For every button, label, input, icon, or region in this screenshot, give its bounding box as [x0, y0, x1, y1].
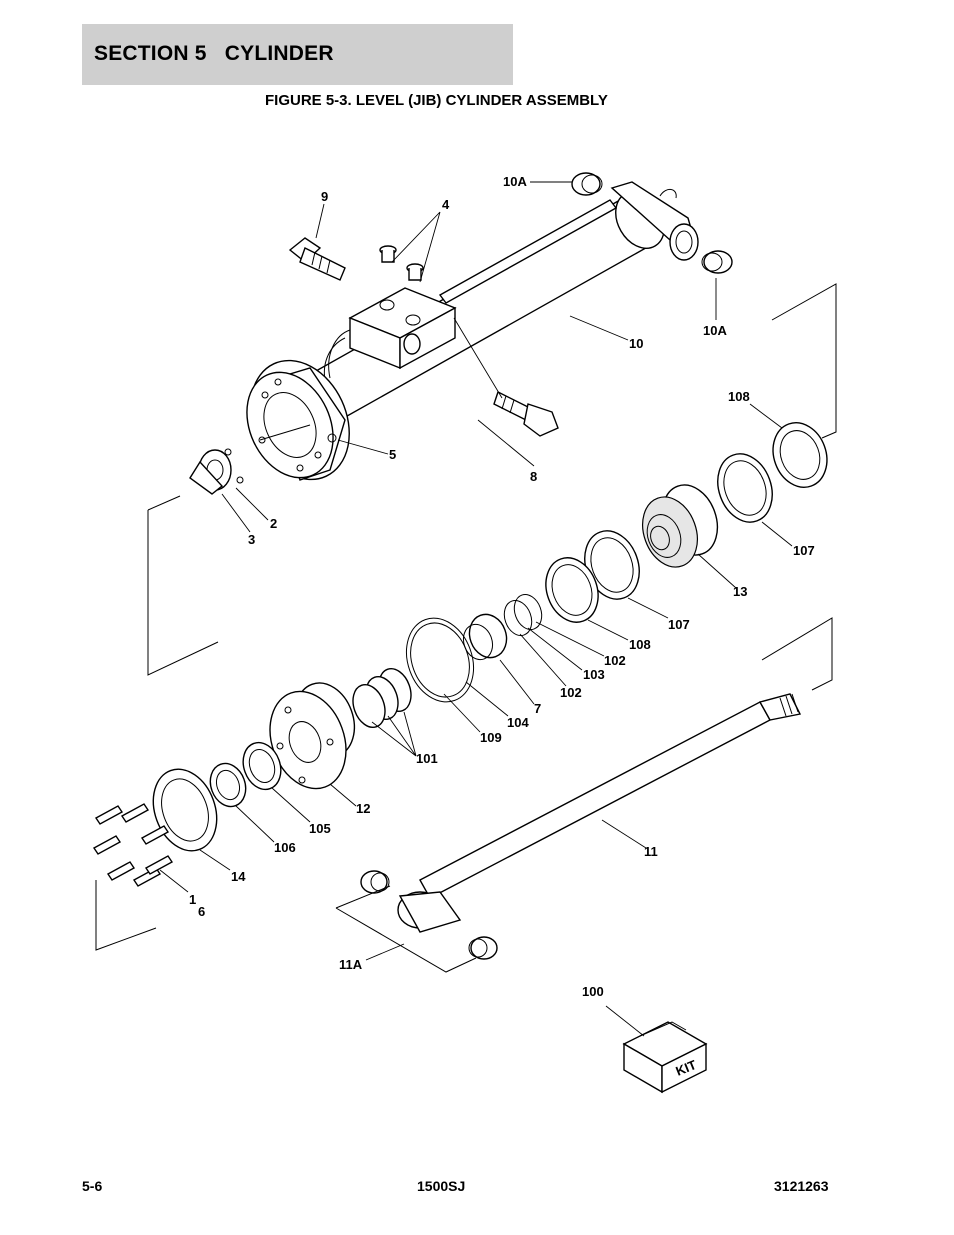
fitting-part-8 [493, 391, 559, 437]
callout-11: 11 [644, 844, 658, 859]
callout-6: 6 [198, 904, 205, 919]
callout-10: 10 [629, 336, 643, 351]
callout-1: 1 [189, 892, 196, 907]
callout-labels: 10A 9 4 10 10A 5 8 108 2 3 107 13 107 10… [189, 174, 815, 999]
figure-title: FIGURE 5-3. LEVEL (JIB) CYLINDER ASSEMBL… [265, 92, 608, 109]
leader-lines [159, 181, 793, 1037]
oring-part-104-109 [406, 617, 474, 703]
section-title: SECTION 5 CYLINDER [94, 42, 334, 65]
seal-parts-105-106 [209, 741, 282, 808]
retainer-part-14 [152, 768, 218, 852]
callout-108-top: 108 [728, 389, 750, 404]
piston-part-13 [642, 484, 719, 568]
callout-102-a: 102 [604, 653, 626, 668]
callout-101: 101 [416, 751, 438, 766]
callout-107-mid: 107 [668, 617, 690, 632]
bleeder-parts-2-3 [189, 448, 244, 495]
footer-model: 1500SJ [417, 1178, 466, 1194]
callout-4: 4 [442, 197, 450, 212]
footer-page-number: 5-6 [82, 1178, 103, 1194]
footer-doc-number: 3121263 [774, 1178, 829, 1194]
callout-107-right: 107 [793, 543, 815, 558]
callout-14: 14 [231, 869, 246, 884]
bushing-part-10A-right [701, 250, 733, 274]
ring-part-107-mid [584, 530, 640, 600]
callout-102-b: 102 [560, 685, 582, 700]
fitting-part-9 [288, 237, 346, 281]
callout-13: 13 [733, 584, 747, 599]
callout-11A: 11A [339, 957, 363, 972]
callout-7: 7 [534, 701, 541, 716]
head-part-12 [269, 682, 356, 790]
kit-box-label: KIT [674, 1057, 699, 1079]
callout-10A-right: 10A [703, 323, 727, 338]
callout-109: 109 [480, 730, 502, 745]
bushing-part-10A-top [571, 172, 603, 196]
callout-10A-top: 10A [503, 174, 527, 189]
packing-parts-101 [352, 667, 412, 729]
ring-part-107-right [717, 453, 773, 523]
callout-106: 106 [274, 840, 296, 855]
callout-12: 12 [356, 801, 370, 816]
kit-box-part-100: KIT [622, 1021, 708, 1094]
callout-8: 8 [530, 469, 537, 484]
section-header-bar [82, 24, 513, 85]
callout-3: 3 [248, 532, 255, 547]
callout-104: 104 [507, 715, 529, 730]
port-block [323, 287, 457, 381]
bolts-parts-1-6 [92, 803, 174, 887]
wiper-part-108-top [772, 422, 828, 488]
rod-part-11 [397, 693, 802, 933]
rings-parts-102-103 [503, 594, 543, 636]
callout-9: 9 [321, 189, 328, 204]
callout-5: 5 [389, 447, 396, 462]
wiper-part-108-mid [545, 557, 599, 623]
plug-parts-4 [379, 245, 424, 281]
callout-103: 103 [583, 667, 605, 682]
group-brackets [95, 283, 837, 973]
cylinder-barrel-part-10 [298, 181, 699, 421]
callout-108-mid: 108 [629, 637, 651, 652]
barrel-head-end [246, 359, 350, 481]
callout-2: 2 [270, 516, 277, 531]
bushing-part-7 [462, 613, 508, 661]
callout-100: 100 [582, 984, 604, 999]
callout-105: 105 [309, 821, 331, 836]
bushing-parts-11A [360, 870, 498, 960]
